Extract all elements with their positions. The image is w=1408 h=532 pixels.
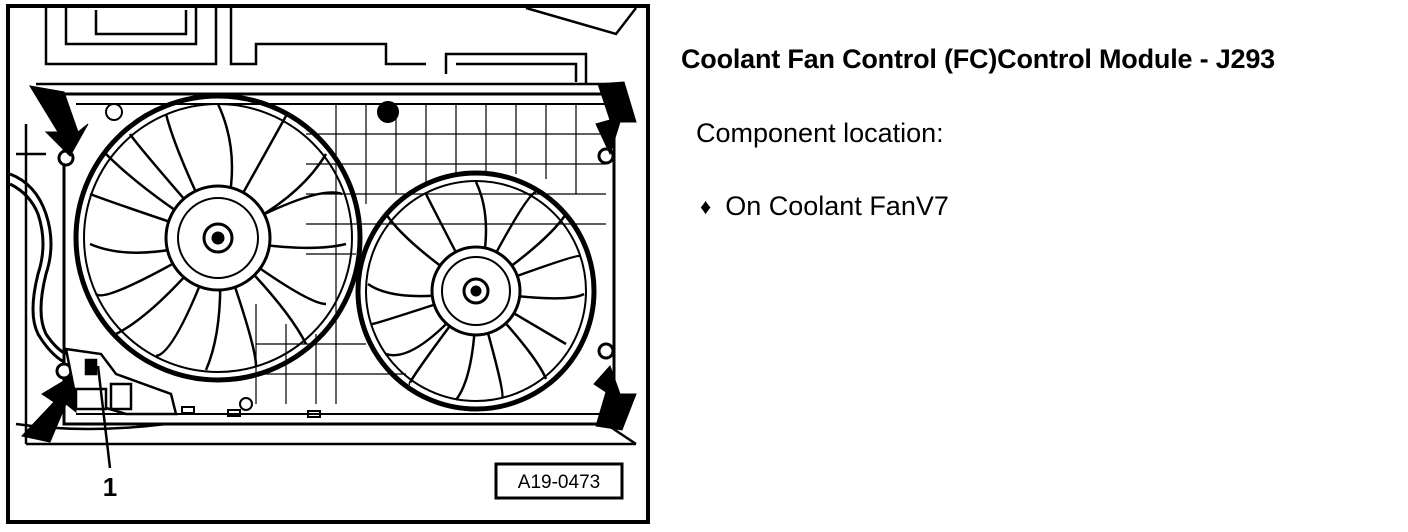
location-arrows <box>21 81 637 443</box>
figure-id: A19-0473 <box>518 472 600 493</box>
location-label: Component location: <box>696 118 944 148</box>
small-fan <box>355 170 597 412</box>
figure-id-box <box>494 462 624 500</box>
list-item: ♦ On Coolant FanV7 <box>700 191 949 222</box>
diagram-frame <box>6 4 650 524</box>
bullet-text: On Coolant FanV7 <box>725 191 949 221</box>
diamond-bullet-icon: ♦ <box>700 193 712 219</box>
arrow-top-right <box>595 81 637 156</box>
component-diagram: 1 A19-0473 <box>6 4 650 524</box>
large-fan <box>73 93 363 383</box>
wiring-harness <box>9 172 67 364</box>
arrow-bottom-right <box>593 365 637 431</box>
callout-leader <box>96 365 112 469</box>
upper-structure <box>16 6 637 444</box>
page-title: Coolant Fan Control (FC)Control Module -… <box>681 44 1275 74</box>
callout-number: 1 <box>103 472 117 502</box>
arrow-top-left <box>28 85 89 157</box>
arrow-bottom-left <box>21 375 77 443</box>
control-module-j293 <box>64 347 178 416</box>
